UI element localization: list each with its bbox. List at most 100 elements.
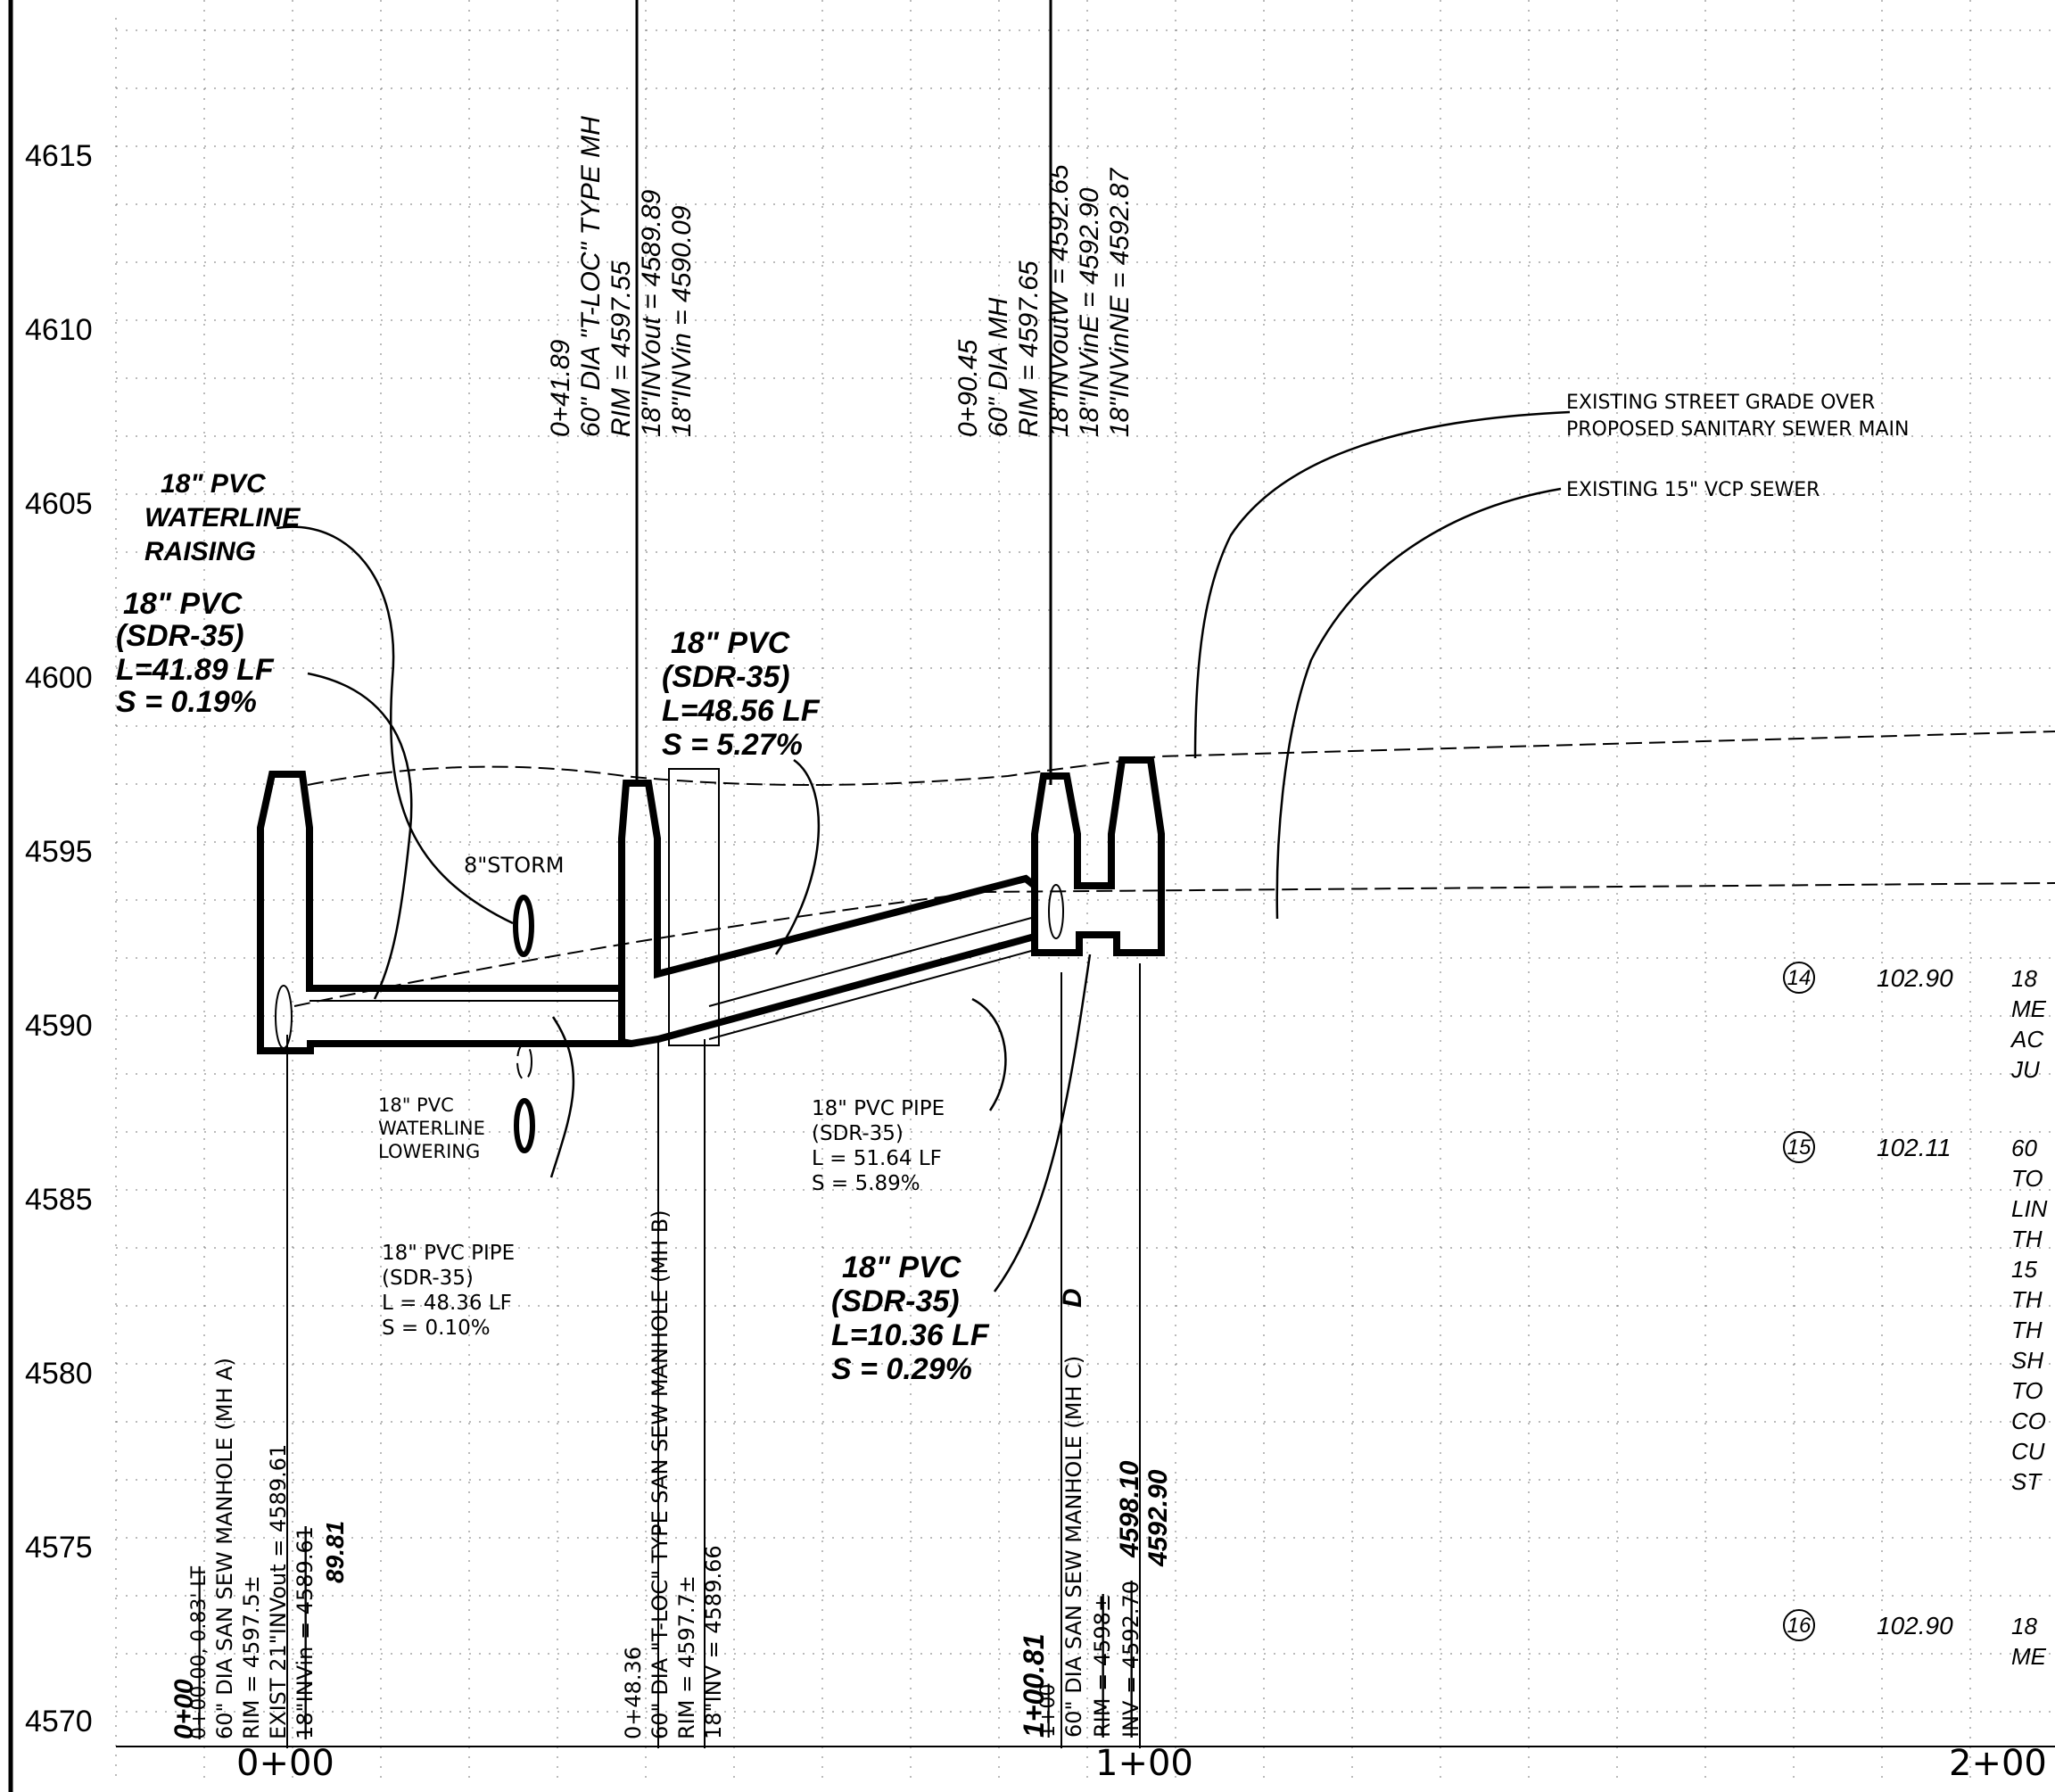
pipe-exist-a-slope: S = 0.10% — [382, 1317, 491, 1340]
mh-a-sta-new: 0+00 — [169, 1679, 199, 1739]
note-16-number: 16 — [1787, 1614, 1812, 1638]
manhole-a-pipe-opening — [275, 985, 293, 1049]
note-14: 14 102.90 18 ME AC JU — [1783, 962, 2047, 1083]
pipe-exist-a-size: 18" PVC PIPE — [382, 1242, 515, 1265]
mh-b-top-inv-in: 18"INVin = 4590.09 — [667, 205, 697, 437]
pipe2-design-callout: 18" PVC (SDR-35) L=48.56 LF S = 5.27% — [662, 626, 821, 762]
manhole-c — [1031, 756, 1165, 956]
leader-pipe1 — [307, 672, 413, 1000]
pipe2-length: L=48.56 LF — [662, 694, 821, 728]
mh-b-bottom-rim: RIM = 4597.7± — [674, 1575, 699, 1739]
elev-4580: 4580 — [25, 1357, 93, 1391]
manhole-c-wall — [1031, 756, 1165, 956]
station-1-00: 1+00 — [1095, 1743, 1193, 1784]
pipe-exist-b-size: 18" PVC PIPE — [812, 1097, 945, 1120]
station-axis: 0+00 1+00 2+00 — [236, 1743, 2047, 1784]
waterline-lowering-line-1: 18" PVC — [378, 1094, 454, 1116]
waterline-lowering-line-2: WATERLINE — [378, 1118, 485, 1139]
pipe-2-inner — [708, 916, 1036, 1007]
note-15-line-9: TO — [2011, 1377, 2043, 1404]
note-15-line-6: TH — [2011, 1286, 2043, 1313]
mh-b-bottom-desc: 60" DIA "T-LOC" TYPE SAN SEW MANHOLE (MH… — [648, 1210, 673, 1739]
pipe-exist-a-material: (SDR-35) — [382, 1267, 474, 1290]
note-16-station: 102.90 — [1877, 1612, 1953, 1639]
note-15: 15 102.11 60 TO LIN TH 15 TH TH SH TO CO… — [1783, 1131, 2048, 1495]
mh-b-top-inv-out: 18"INVout = 4589.89 — [637, 189, 666, 437]
leader-pipe-exist-a — [549, 1016, 575, 1178]
pipe-exist-a-length: L = 48.36 LF — [382, 1292, 512, 1315]
waterline-raising-callout: 18" PVC WATERLINE RAISING — [144, 469, 301, 566]
waterline-lowering-callout: 18" PVC WATERLINE LOWERING — [378, 1094, 485, 1162]
waterline-dashed-crossing — [516, 1043, 532, 1080]
mh-b-bottom-inv: 18"INV = 4589.66 — [701, 1545, 726, 1739]
note-15-line-3: LIN — [2011, 1195, 2048, 1222]
elev-4615: 4615 — [25, 139, 93, 173]
mh-c-sta-new: 1+00.81 — [1018, 1633, 1050, 1738]
mh-b-top-desc: 60" DIA "T-LOC" TYPE MH — [576, 116, 606, 437]
pipe1-length: L=41.89 LF — [116, 653, 275, 687]
waterline-raising-line-2: WATERLINE — [144, 503, 301, 533]
elev-4575: 4575 — [25, 1531, 93, 1565]
mh-a-inv-out: EXIST 21"INVout = 4589.61 — [266, 1444, 291, 1739]
note-15-bubble — [1783, 1131, 1815, 1163]
mh-c-top-inv-out-w: 18"INVoutW = 4592.65 — [1044, 164, 1074, 437]
station-2-00: 2+00 — [1949, 1743, 2047, 1784]
station-0-00: 0+00 — [236, 1743, 334, 1784]
storm-8in-crossing — [513, 895, 534, 957]
pipe3-material: (SDR-35) — [831, 1284, 960, 1318]
pipe3-slope: S = 0.29% — [831, 1352, 972, 1386]
note-15-line-8: SH — [2011, 1347, 2043, 1374]
note-14-line-4: JU — [2010, 1056, 2040, 1083]
note-14-line-3: AC — [2010, 1026, 2043, 1053]
mh-c-top-inv-in-ne: 18"INVinNE = 4592.87 — [1105, 168, 1135, 437]
pipe1-size: 18" PVC — [123, 587, 243, 621]
note-15-line-12: ST — [2011, 1468, 2043, 1495]
leader-pipe3 — [993, 954, 1092, 1292]
waterline-raising-line-3: RAISING — [144, 537, 256, 566]
pipe2-size: 18" PVC — [671, 626, 790, 660]
elev-4585: 4585 — [25, 1183, 93, 1217]
elevation-axis: 4615 4610 4605 4600 4595 4590 4585 4580 … — [25, 139, 93, 1738]
pipe3-size: 18" PVC — [842, 1251, 961, 1284]
pipe-exist-b-material: (SDR-35) — [812, 1122, 904, 1145]
leader-street-grade — [1193, 410, 1571, 759]
manhole-b-wall — [618, 780, 1038, 1048]
pipe-3-inner — [708, 949, 1036, 1040]
street-grade-callout: EXISTING STREET GRADE OVER PROPOSED SANI… — [1566, 392, 1909, 441]
mh-c-inv-old: INV = 4592.70 — [1118, 1581, 1143, 1738]
waterline-lowering-line-3: LOWERING — [378, 1141, 480, 1162]
pipes — [309, 895, 1036, 1153]
note-15-line-10: CO — [2011, 1408, 2046, 1434]
note-15-number: 15 — [1787, 1135, 1812, 1160]
leader-pipe2 — [774, 758, 821, 955]
note-14-bubble — [1783, 962, 1815, 994]
manhole-a — [257, 771, 632, 1054]
waterline-lowering-crossing — [514, 1098, 535, 1153]
mh-c-sta-old: 1+00 — [1037, 1684, 1060, 1738]
note-16-line-2: ME — [2011, 1643, 2047, 1670]
existing-street-grade-line — [307, 731, 2055, 786]
mh-a-bottom-label: 0+00 0+00.00, 0.83' LT 60" DIA SAN SEW M… — [169, 1358, 349, 1739]
leader-waterline-raising — [276, 525, 514, 925]
elev-4605: 4605 — [25, 487, 93, 521]
mh-c-top-rim: RIM = 4597.65 — [1014, 260, 1044, 437]
pipe3-length: L=10.36 LF — [831, 1318, 990, 1352]
mh-c-desc: 60" DIA SAN SEW MANHOLE (MH C) — [1061, 1356, 1086, 1738]
leader-lines — [276, 410, 1571, 1292]
street-grade-line-2: PROPOSED SANITARY SEWER MAIN — [1566, 418, 1909, 441]
mh-a-desc: 60" DIA SAN SEW MANHOLE (MH A) — [212, 1358, 237, 1739]
leader-vcp-sewer — [1275, 487, 1562, 920]
pipe-exist-b-callout: 18" PVC PIPE (SDR-35) L = 51.64 LF S = 5… — [812, 1097, 945, 1195]
pipe1-design-callout: 18" PVC (SDR-35) L=41.89 LF S = 0.19% — [116, 587, 275, 719]
mh-c-rim-old: RIM = 4598± — [1090, 1594, 1115, 1738]
pipe-exist-b-slope: S = 5.89% — [812, 1172, 920, 1195]
note-14-station: 102.90 — [1877, 964, 1953, 992]
note-14-line-1: 18 — [2011, 965, 2037, 992]
pipe3-design-callout: 18" PVC (SDR-35) L=10.36 LF S = 0.29% — [831, 1251, 990, 1386]
note-15-line-11: CU — [2011, 1438, 2045, 1465]
note-15-line-5: 15 — [2011, 1256, 2037, 1283]
mh-c-top-inv-in-e: 18"INVinE = 4592.90 — [1075, 187, 1104, 437]
pipe-exist-a-callout: 18" PVC PIPE (SDR-35) L = 48.36 LF S = 0… — [382, 1242, 515, 1340]
elev-4595: 4595 — [25, 835, 93, 869]
